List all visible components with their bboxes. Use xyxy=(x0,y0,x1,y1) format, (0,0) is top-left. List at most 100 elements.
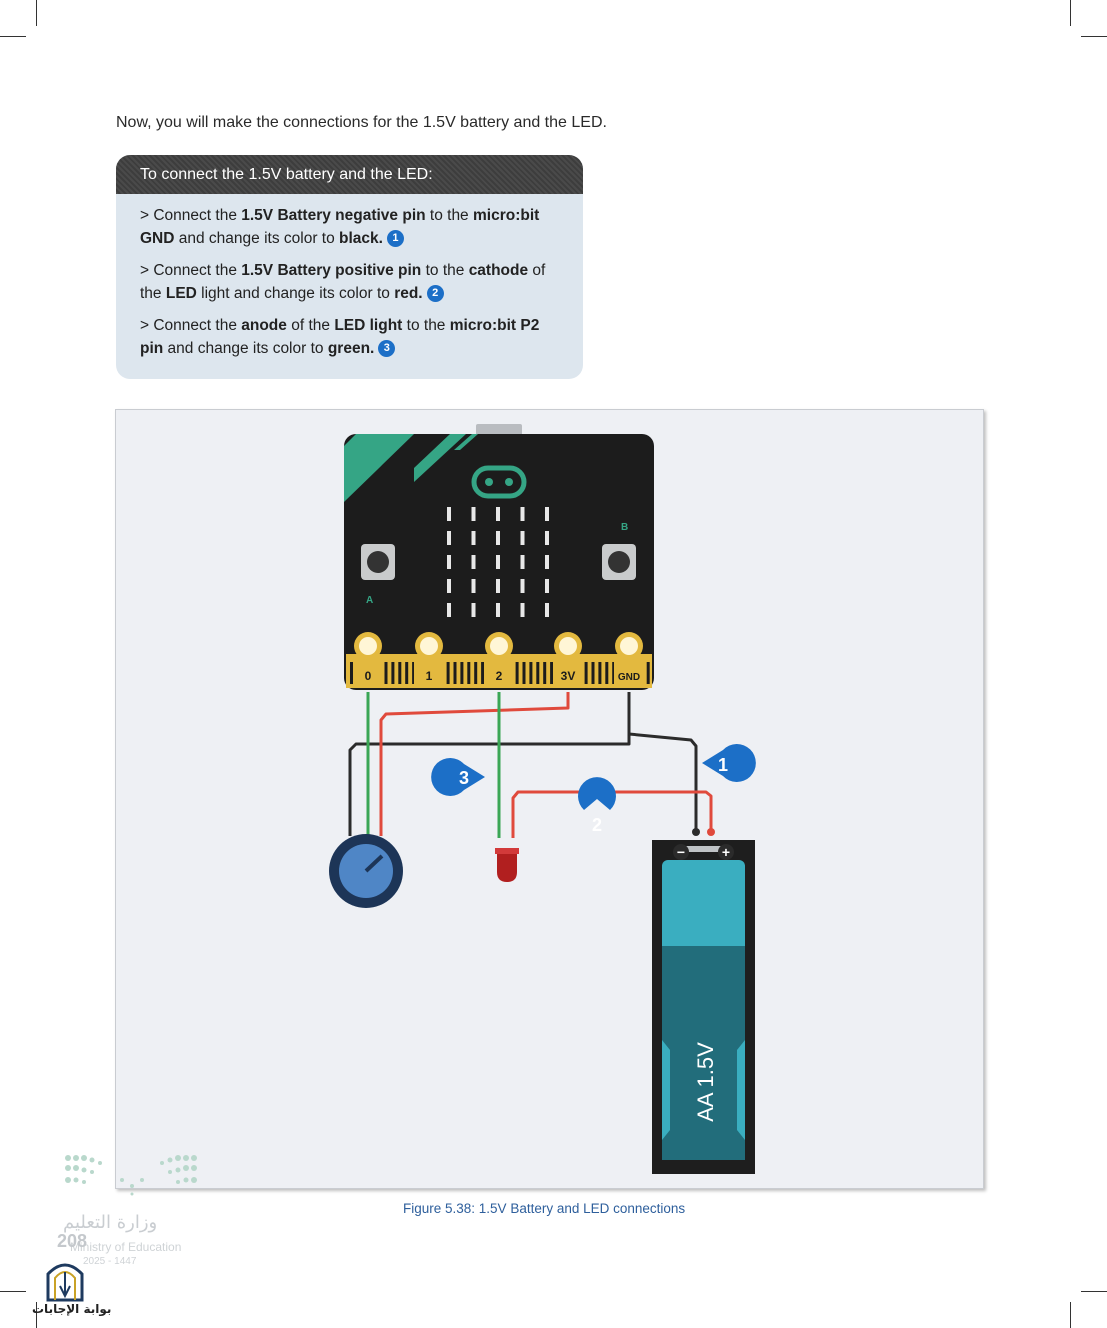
crop-mark xyxy=(1081,1291,1107,1292)
led-matrix xyxy=(447,507,549,617)
edge-connector-tooth xyxy=(536,662,540,684)
edge-connector-tooth xyxy=(598,662,602,684)
pin-label: GND xyxy=(618,672,640,683)
edge-connector-tooth xyxy=(412,662,416,684)
led-body xyxy=(497,852,517,882)
crop-mark xyxy=(0,1291,26,1292)
battery-terminal xyxy=(684,846,724,852)
pin-label: 1 xyxy=(426,669,433,683)
led-pixel xyxy=(496,603,500,617)
edge-connector-tooth xyxy=(405,662,409,684)
step-item: > Connect the 1.5V Battery positive pin … xyxy=(140,262,546,302)
callout-2: 2 xyxy=(578,777,616,835)
led-pixel xyxy=(471,603,476,617)
crop-mark xyxy=(0,36,26,37)
logo-dot xyxy=(485,478,493,486)
led-pixel xyxy=(496,507,500,521)
figure-caption: Figure 5.38: 1.5V Battery and LED connec… xyxy=(403,1201,686,1216)
callout-3-marker xyxy=(431,758,485,796)
led-pixel xyxy=(471,531,476,545)
edge-connector-tooth xyxy=(474,662,478,684)
logo-icon xyxy=(471,465,527,499)
edge-connector-tooth xyxy=(467,662,471,684)
red-wire-potentiometer xyxy=(379,692,570,836)
button-a-cap xyxy=(367,551,389,573)
battery-plus-terminal xyxy=(718,844,734,860)
edge-connector-tooth xyxy=(350,662,353,684)
led-pixel xyxy=(447,507,451,521)
led-component xyxy=(495,848,519,882)
pin-pad-hole xyxy=(559,637,577,655)
battery-holder: − + AA 1.5V xyxy=(652,828,755,1174)
button-b-cap xyxy=(608,551,630,573)
led-pixel xyxy=(520,603,525,617)
pin-pad-0: 0 xyxy=(353,632,383,688)
ministry-logo-year: 2025 - 1447 xyxy=(83,1256,137,1267)
portal-logo-icon xyxy=(46,1263,84,1302)
logo-dot xyxy=(505,478,513,486)
potentiometer xyxy=(329,834,403,908)
callout-1: 1 xyxy=(702,744,756,782)
potentiometer-indicator xyxy=(364,854,384,873)
step-item: > Connect the anode of the LED light to … xyxy=(140,317,540,357)
edge-connector-tooth xyxy=(446,662,450,684)
battery-label-band xyxy=(662,946,745,1160)
edge-connector-tooth xyxy=(460,662,464,684)
led-pixel xyxy=(520,507,525,521)
crop-mark xyxy=(1070,0,1071,26)
pin-pad-gnd: GND xyxy=(614,632,644,688)
battery-minus-label: − xyxy=(677,844,685,860)
edge-connector-tooth xyxy=(605,662,609,684)
board-corner-stripe xyxy=(454,434,478,450)
led-pixel xyxy=(545,531,549,545)
portal-name: بوابة الإجابات xyxy=(32,1302,112,1316)
battery-minus-pin xyxy=(692,828,700,836)
crop-mark xyxy=(1081,36,1107,37)
led-pixel xyxy=(447,555,451,569)
battery-label: AA 1.5V xyxy=(693,1042,718,1122)
led-pixel xyxy=(545,579,549,593)
instruction-steps: > Connect the 1.5V Battery negative pin … xyxy=(116,194,583,360)
pin-pad-hole xyxy=(359,637,377,655)
ministry-logo-dots-icon xyxy=(65,1155,197,1196)
edge-connector-tooth xyxy=(543,662,547,684)
callout-3: 3 xyxy=(431,758,485,796)
step-number-badge: 1 xyxy=(386,230,404,247)
edge-connector-tooth xyxy=(453,662,457,684)
led-pixel xyxy=(471,507,476,521)
crop-mark xyxy=(36,1302,37,1328)
edge-connector-tooth xyxy=(522,662,526,684)
edge-connector-tooth xyxy=(591,662,595,684)
crop-mark xyxy=(36,0,37,26)
button-a-label: A xyxy=(366,595,373,606)
instruction-box: To connect the 1.5V battery and the LED:… xyxy=(116,155,583,379)
led-pixel xyxy=(496,555,500,569)
step-item: > Connect the 1.5V Battery negative pin … xyxy=(140,207,540,247)
edge-connector-tooth xyxy=(584,662,588,684)
edge-connector-tooth xyxy=(646,662,650,684)
led-pixel xyxy=(496,531,500,545)
pin-pad-1: 1 xyxy=(414,632,444,688)
ministry-logo-english: Ministry of Education xyxy=(70,1240,182,1254)
edge-connector-tooth xyxy=(384,662,388,684)
led-pixel xyxy=(545,603,549,617)
edge-connector-tooth xyxy=(529,662,533,684)
pin-label: 2 xyxy=(496,669,503,683)
led-pixel xyxy=(520,579,525,593)
battery-minus-terminal xyxy=(673,844,689,860)
button-b-label: B xyxy=(621,522,628,533)
intro-text: Now, you will make the connections for t… xyxy=(116,114,607,131)
callout-2-label: 2 xyxy=(592,815,602,835)
edge-connector-tooth xyxy=(391,662,395,684)
battery-plus-pin xyxy=(707,828,715,836)
edge-connector-tooth xyxy=(515,662,519,684)
crop-mark xyxy=(1070,1302,1071,1328)
pin-label: 0 xyxy=(365,669,372,683)
led-pixel xyxy=(520,531,525,545)
ministry-logo-arabic: وزارة التعليم xyxy=(63,1212,158,1233)
board-corner-stripe xyxy=(414,434,466,482)
led-pixel xyxy=(520,555,525,569)
